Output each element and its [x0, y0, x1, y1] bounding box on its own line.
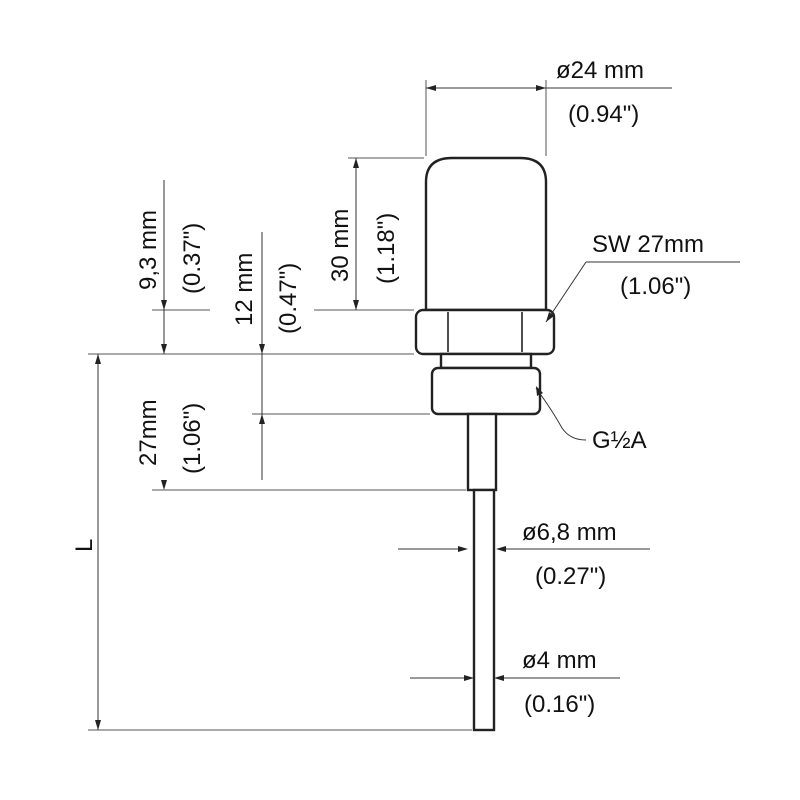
tip-diameter-dimension [410, 675, 620, 681]
probe-tip [472, 488, 496, 732]
thread-length-label-mm: 12 mm [231, 253, 258, 326]
stem-diameter-label-in: (0.27") [535, 563, 606, 590]
sensor-part [414, 156, 556, 732]
tip-diameter-label-mm: ø4 mm [522, 647, 597, 674]
hex-to-step-label-mm: 27mm [135, 399, 162, 466]
stem-diameter-dimension [398, 546, 650, 552]
wrench-size-label-mm: SW 27mm [592, 231, 704, 258]
stem-diameter-label-mm: ø6,8 mm [522, 519, 617, 546]
thread-spec-leader [535, 386, 587, 441]
hex-nut [414, 308, 556, 356]
head-diameter-label-mm: ø24 mm [556, 57, 644, 84]
hex-to-step-dimension [152, 480, 466, 491]
wrench-size-leader [545, 261, 740, 323]
insertion-length-dimension [88, 353, 472, 731]
insertion-length-label: L [71, 539, 98, 552]
hex-offset-dimension [152, 180, 414, 355]
thread-spec-label: G½A [592, 427, 647, 454]
head-height-label-in: (1.18") [373, 213, 400, 284]
head-height-dimension [314, 157, 424, 311]
hex-offset-label-mm: 9,3 mm [135, 210, 162, 290]
head-height-label-mm: 30 mm [327, 209, 354, 282]
thread-body [430, 366, 542, 416]
head-diameter-dimension [425, 80, 672, 156]
wrench-size-label-in: (1.06") [620, 273, 691, 300]
sensor-head [424, 156, 548, 312]
thread-collar [439, 352, 533, 370]
thread-length-dimension [252, 232, 430, 480]
hex-to-step-label-in: (1.06") [179, 403, 206, 474]
hex-offset-label-in: (0.37") [179, 223, 206, 294]
head-diameter-label-in: (0.94") [568, 101, 639, 128]
thread-length-label-in: (0.47") [275, 263, 302, 334]
tip-diameter-label-in: (0.16") [524, 691, 595, 718]
stem [466, 412, 498, 492]
